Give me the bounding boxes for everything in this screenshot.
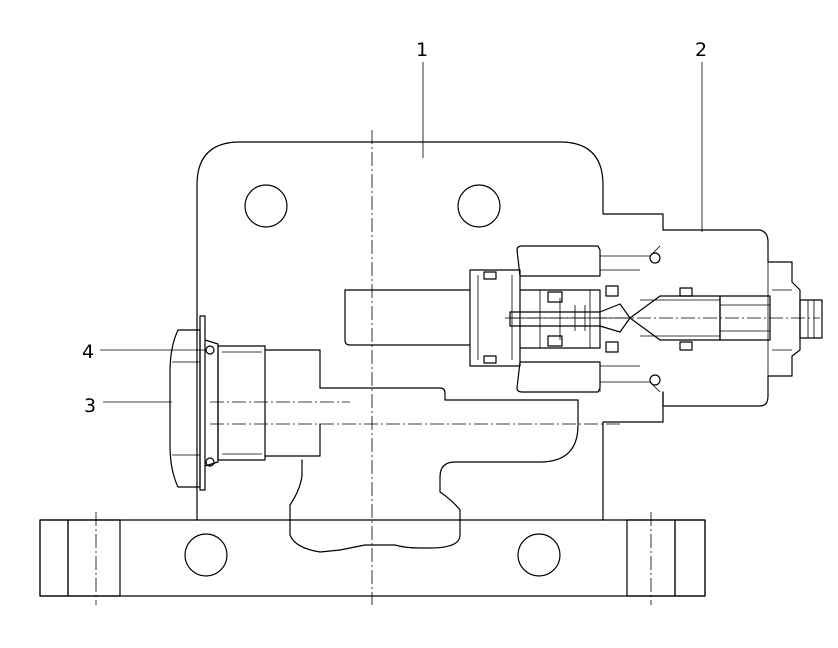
part-number-2: 2 (695, 39, 707, 61)
plug-fitting (169, 315, 321, 491)
seal-washer (205, 345, 215, 467)
housing-body (39, 141, 706, 597)
part-number-3: 3 (84, 395, 96, 417)
part-number-4: 4 (82, 341, 94, 363)
leader-lines (100, 62, 703, 403)
part-number-1: 1 (416, 39, 428, 61)
valve-cartridge (469, 229, 823, 407)
